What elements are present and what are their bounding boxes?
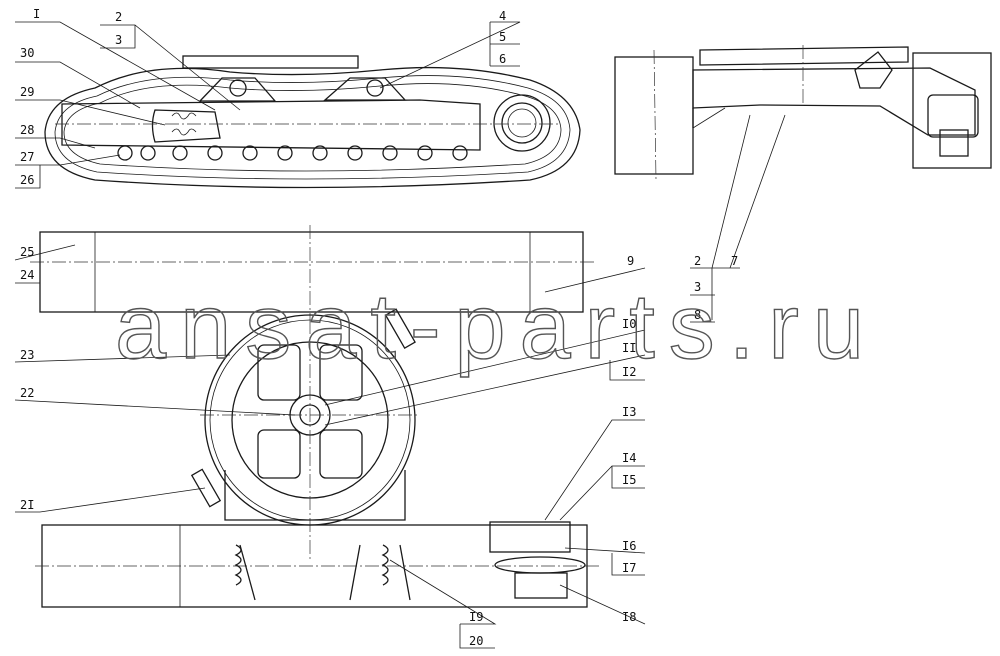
watermark: ansat-parts.ru	[115, 276, 865, 378]
label-13: I3	[622, 405, 636, 419]
label-19: I9	[469, 610, 483, 624]
label-12: I2	[622, 365, 636, 379]
track-rollers	[117, 145, 468, 161]
label-16: I6	[622, 539, 636, 553]
label-29: 29	[20, 85, 34, 99]
label-14: I4	[622, 451, 636, 465]
label-26: 26	[20, 173, 34, 187]
label-15: I5	[622, 473, 636, 487]
label-22: 22	[20, 386, 34, 400]
label-30: 30	[20, 46, 34, 60]
label-27: 27	[20, 150, 34, 164]
frame-front-view	[30, 225, 600, 608]
label-4: 4	[499, 9, 506, 23]
label-28: 28	[20, 123, 34, 137]
label-right-8: 8	[694, 308, 701, 322]
label-3: 3	[115, 33, 122, 47]
label-10: I0	[622, 317, 636, 331]
leader-lines	[14, 21, 786, 649]
label-2: 2	[115, 10, 122, 24]
label-20: 20	[469, 634, 483, 648]
part-labels: I 2 3 4 5 6 30 29 28 27 26 25 24 23 22 2…	[20, 7, 738, 648]
label-11: II	[622, 341, 636, 355]
label-9: 9	[627, 254, 634, 268]
label-17: I7	[622, 561, 636, 575]
label-18: I8	[622, 610, 636, 624]
label-23: 23	[20, 348, 34, 362]
label-24: 24	[20, 268, 34, 282]
label-25: 25	[20, 245, 34, 259]
label-6: 6	[499, 52, 506, 66]
frame-top-view	[614, 45, 992, 181]
label-5: 5	[499, 30, 506, 44]
track-side-view	[44, 55, 581, 189]
label-I: I	[33, 7, 40, 21]
label-21: 2I	[20, 498, 34, 512]
label-right-7: 7	[731, 254, 738, 268]
label-right-2: 2	[694, 254, 701, 268]
label-right-3: 3	[694, 280, 701, 294]
